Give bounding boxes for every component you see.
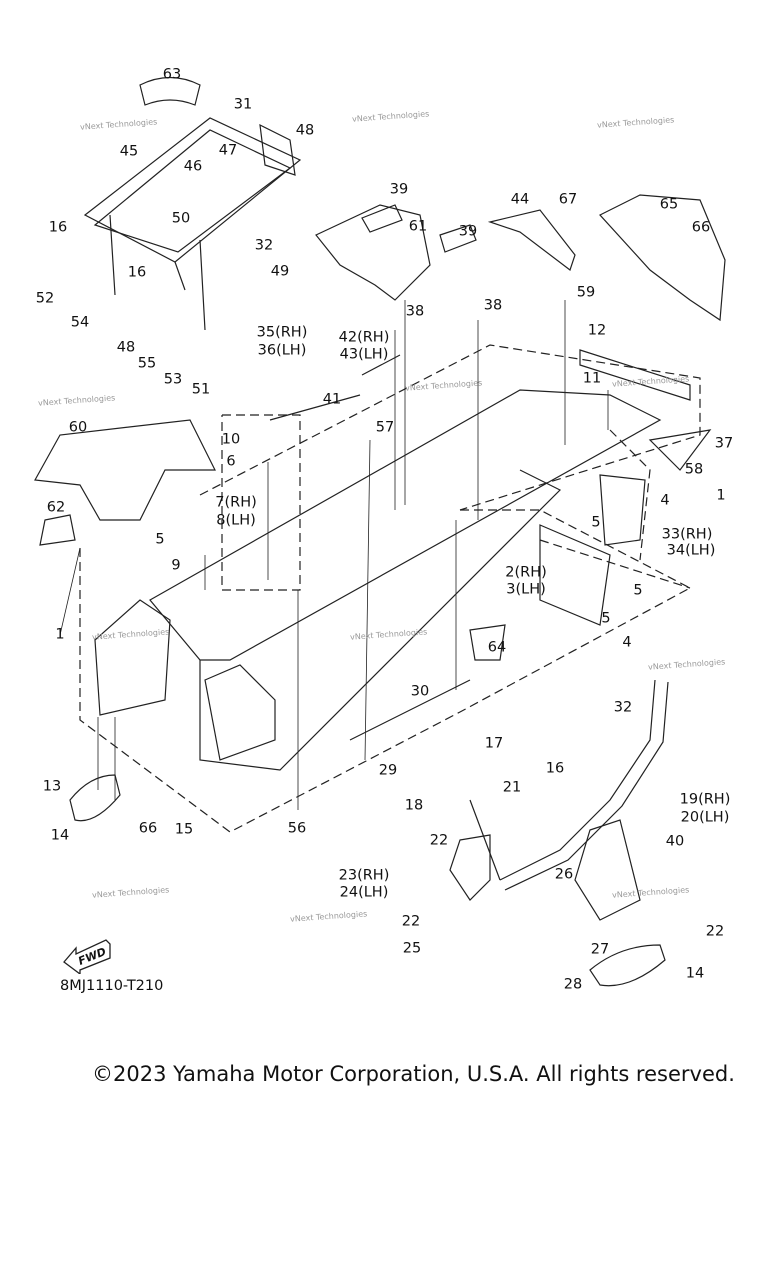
- callout[interactable]: 30: [410, 683, 430, 700]
- callout[interactable]: 19(RH): [679, 791, 731, 808]
- callout[interactable]: 25: [402, 940, 422, 957]
- callout[interactable]: 66: [138, 820, 158, 837]
- callout[interactable]: 49: [270, 263, 290, 280]
- callout[interactable]: 37: [714, 435, 734, 452]
- callout[interactable]: 5: [591, 514, 601, 531]
- callout[interactable]: 17: [484, 735, 504, 752]
- forward-arrow-icon: FWD: [62, 932, 114, 978]
- callout[interactable]: 23(RH): [338, 867, 390, 884]
- callout[interactable]: 7(RH): [215, 494, 257, 511]
- callout[interactable]: 62: [46, 499, 66, 516]
- callout[interactable]: 39: [389, 181, 409, 198]
- callout[interactable]: 11: [582, 370, 602, 387]
- callout[interactable]: 35(RH): [256, 324, 308, 341]
- callout[interactable]: 4: [622, 634, 632, 651]
- side-bumper: [69, 679, 669, 987]
- callout[interactable]: 66: [691, 219, 711, 236]
- callout[interactable]: 22: [401, 913, 421, 930]
- callout[interactable]: 3(LH): [506, 581, 546, 598]
- callout[interactable]: 67: [558, 191, 578, 208]
- callout[interactable]: 12: [587, 322, 607, 339]
- callout[interactable]: 20(LH): [680, 809, 730, 826]
- callout[interactable]: 58: [684, 461, 704, 478]
- callout[interactable]: 26: [554, 866, 574, 883]
- callout[interactable]: 29: [378, 762, 398, 779]
- callout[interactable]: 32: [254, 237, 274, 254]
- callout[interactable]: 57: [375, 419, 395, 436]
- callout[interactable]: 46: [183, 158, 203, 175]
- callout[interactable]: 38: [483, 297, 503, 314]
- callout[interactable]: 53: [163, 371, 183, 388]
- callout[interactable]: 14: [685, 965, 705, 982]
- callout[interactable]: 27: [590, 941, 610, 958]
- callout[interactable]: 54: [70, 314, 90, 331]
- callout[interactable]: 59: [576, 284, 596, 301]
- callout[interactable]: 43(LH): [339, 346, 389, 363]
- rear-flap-parts: [315, 194, 726, 322]
- callout[interactable]: 14: [50, 827, 70, 844]
- callout[interactable]: 56: [287, 820, 307, 837]
- callout[interactable]: 61: [408, 218, 428, 235]
- callout[interactable]: 60: [68, 419, 88, 436]
- callout[interactable]: 22: [429, 832, 449, 849]
- assembly-dashed-outline: [79, 344, 701, 833]
- callout[interactable]: 6: [226, 453, 236, 470]
- callout[interactable]: 18: [404, 797, 424, 814]
- callout[interactable]: 39: [458, 223, 478, 240]
- callout[interactable]: 1: [55, 626, 65, 643]
- callout[interactable]: 63: [162, 66, 182, 83]
- callout[interactable]: 47: [218, 142, 238, 159]
- leader-lines: [59, 300, 609, 810]
- callout[interactable]: 44: [510, 191, 530, 208]
- callout[interactable]: 22: [705, 923, 725, 940]
- callout[interactable]: 64: [487, 639, 507, 656]
- callout[interactable]: 36(LH): [257, 342, 307, 359]
- callout[interactable]: 38: [405, 303, 425, 320]
- callout[interactable]: 21: [502, 779, 522, 796]
- callout[interactable]: 5: [155, 531, 165, 548]
- callout[interactable]: 41: [322, 391, 342, 408]
- callout[interactable]: 45: [119, 143, 139, 160]
- tunnel: [34, 349, 712, 771]
- diagram-code: 8MJ1110-T210: [60, 978, 164, 994]
- callout[interactable]: 5: [633, 582, 643, 599]
- callout[interactable]: 65: [659, 196, 679, 213]
- callout[interactable]: 16: [127, 264, 147, 281]
- callout[interactable]: 16: [545, 760, 565, 777]
- callout[interactable]: 4: [660, 492, 670, 509]
- copyright-notice: ©2023 Yamaha Motor Corporation, U.S.A. A…: [92, 1062, 735, 1086]
- callout[interactable]: 50: [171, 210, 191, 227]
- callout[interactable]: 9: [171, 557, 181, 574]
- callout[interactable]: 1: [716, 487, 726, 504]
- fwd-arrow-shape: FWD: [63, 939, 111, 976]
- callout[interactable]: 48: [295, 122, 315, 139]
- callout[interactable]: 33(RH): [661, 526, 713, 543]
- callout[interactable]: 13: [42, 778, 62, 795]
- callout[interactable]: 51: [191, 381, 211, 398]
- callout[interactable]: 2(RH): [505, 564, 547, 581]
- callout[interactable]: 24(LH): [339, 884, 389, 901]
- callout[interactable]: 42(RH): [338, 329, 390, 346]
- callout[interactable]: 40: [665, 833, 685, 850]
- callout[interactable]: 32: [613, 699, 633, 716]
- callout[interactable]: 8(LH): [216, 512, 256, 529]
- callout[interactable]: 34(LH): [666, 542, 716, 559]
- rear-rack: [83, 76, 302, 331]
- callout[interactable]: 28: [563, 976, 583, 993]
- callout[interactable]: 31: [233, 96, 253, 113]
- callout[interactable]: 55: [137, 355, 157, 372]
- callout[interactable]: 52: [35, 290, 55, 307]
- callout[interactable]: 48: [116, 339, 136, 356]
- callout[interactable]: 5: [601, 610, 611, 627]
- callout[interactable]: 16: [48, 219, 68, 236]
- callout[interactable]: 10: [221, 431, 241, 448]
- callout[interactable]: 15: [174, 821, 194, 838]
